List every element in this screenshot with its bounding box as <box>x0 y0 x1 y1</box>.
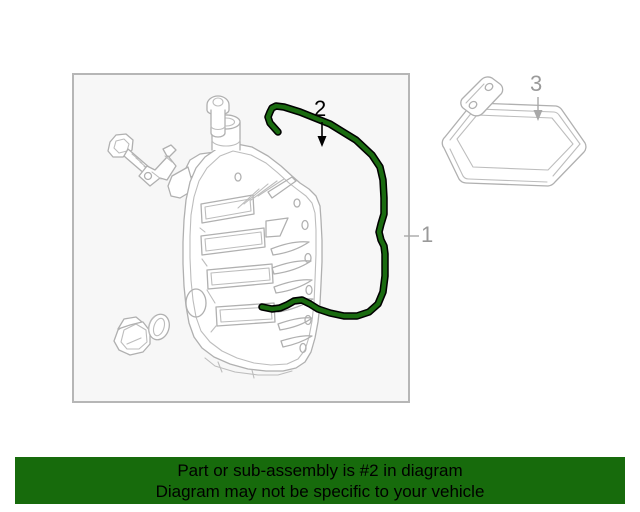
callout-label-2[interactable]: 2 <box>314 96 327 121</box>
callout-label-1[interactable]: 1 <box>421 222 434 247</box>
notice-line-secondary: Diagram may not be specific to your vehi… <box>155 481 485 501</box>
callout-3-leader <box>533 97 543 121</box>
callout-label-3[interactable]: 3 <box>530 71 543 96</box>
diagram-notice-banner: Part or sub-assembly is #2 in diagram Di… <box>15 457 625 504</box>
transmission-filter-art <box>441 76 587 187</box>
diagram-frame <box>72 73 410 403</box>
notice-line-primary: Part or sub-assembly is #2 in diagram <box>177 460 463 480</box>
